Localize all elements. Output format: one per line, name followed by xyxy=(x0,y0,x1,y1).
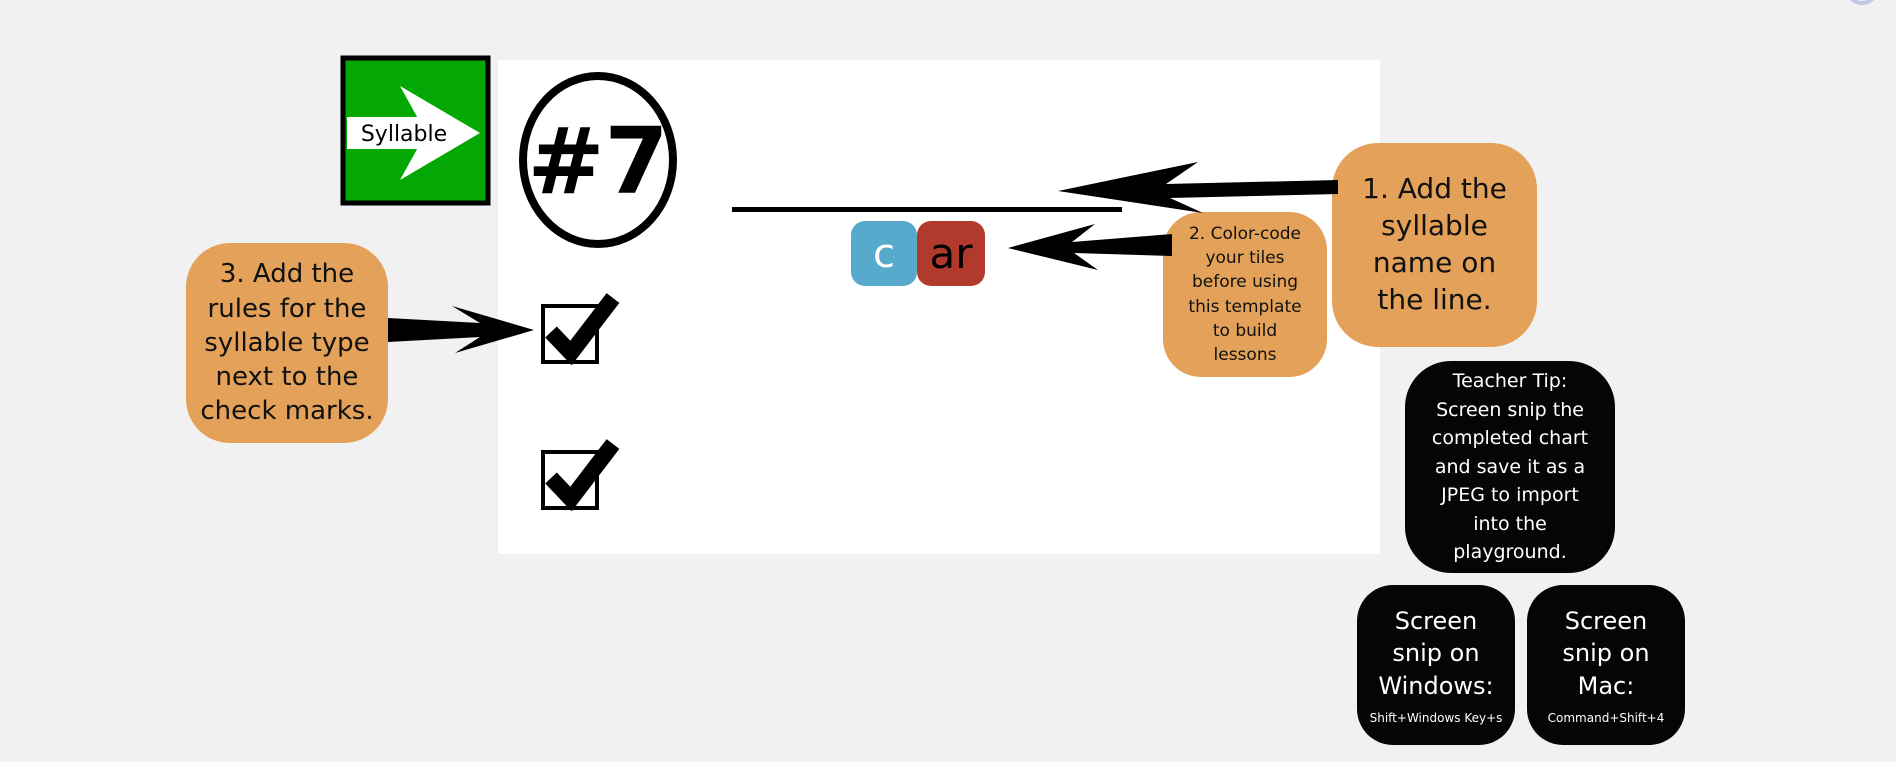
callout-step2[interactable]: 2. Color-code your tiles before using th… xyxy=(1163,212,1327,377)
syllable-stamp-label: Syllable xyxy=(361,122,447,147)
windows-snip-tip-box[interactable]: Screen snip on Windows: Shift+Windows Ke… xyxy=(1357,585,1515,745)
windows-snip-shortcut: Shift+Windows Key+s xyxy=(1369,711,1503,726)
syllable-stamp-band xyxy=(347,117,440,149)
callout-step1[interactable]: 1. Add the syllable name on the line. xyxy=(1332,143,1537,347)
syllable-stamp-frame xyxy=(340,55,491,206)
windows-snip-title: Screen snip on Windows: xyxy=(1378,606,1494,700)
letter-tile-ar[interactable]: ar xyxy=(917,221,985,286)
mac-snip-title: Screen snip on Mac: xyxy=(1562,606,1650,700)
letter-tile-c[interactable]: c xyxy=(851,221,917,286)
mac-snip-shortcut: Command+Shift+4 xyxy=(1547,711,1665,726)
syllable-stamp[interactable]: Syllable xyxy=(340,55,491,206)
teacher-tip-box[interactable]: Teacher Tip: Screen snip the completed c… xyxy=(1405,361,1615,573)
partial-button-arc xyxy=(1849,0,1875,5)
mac-snip-tip-box[interactable]: Screen snip on Mac: Command+Shift+4 xyxy=(1527,585,1685,745)
callout-step3[interactable]: 3. Add the rules for the syllable type n… xyxy=(186,243,388,443)
syllable-arrow-icon xyxy=(400,86,480,180)
